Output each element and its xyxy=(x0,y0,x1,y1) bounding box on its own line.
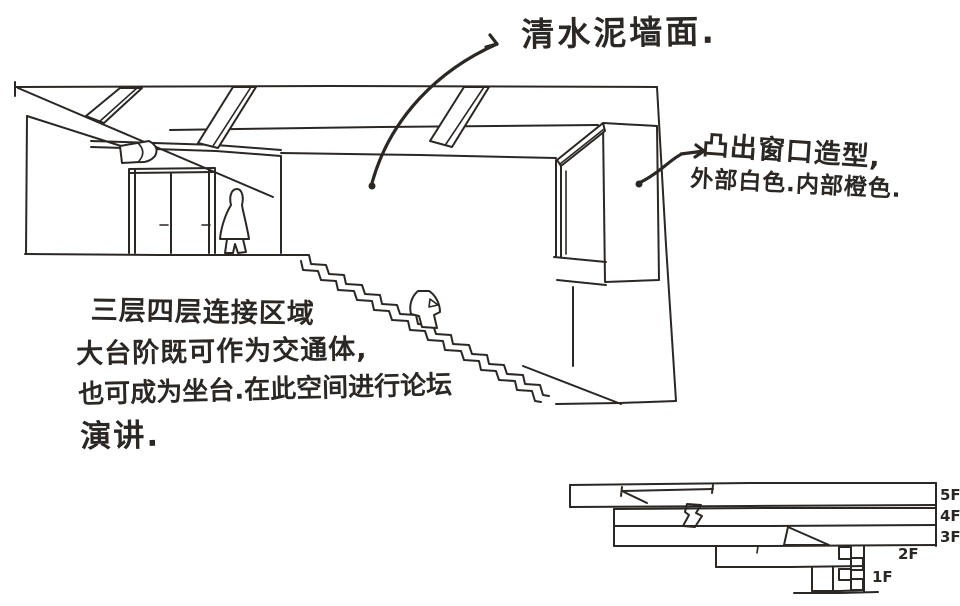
window-sill xyxy=(553,256,607,263)
beam-end-cap xyxy=(119,140,158,164)
upper-floor-line xyxy=(24,253,309,256)
lower-floor-line xyxy=(555,400,677,405)
stair-core-blocks xyxy=(832,545,865,593)
floor-slab-5f xyxy=(569,482,937,547)
wall-band-upper xyxy=(169,124,599,131)
ceiling-beam-3-edge xyxy=(212,86,252,147)
bay-window-front-face xyxy=(602,122,660,283)
walking-person xyxy=(219,188,250,254)
walking-person-legs xyxy=(224,238,247,254)
sitting-person xyxy=(409,278,441,329)
floor-slab-1f xyxy=(793,566,879,594)
stair-note-line2: 大台阶既可作为交通体, xyxy=(75,333,368,370)
window-leader-curve xyxy=(637,153,682,185)
window-note-leader xyxy=(635,143,706,188)
sitting-person-detail xyxy=(428,298,439,308)
stair-highlight-red xyxy=(783,526,830,546)
stair-marker-upper xyxy=(682,503,703,528)
ceiling-line xyxy=(14,85,658,88)
right-wall-edge xyxy=(656,86,677,402)
floor-label-3f: 3F xyxy=(940,528,960,546)
left-wall xyxy=(24,115,309,256)
bay-window-roof xyxy=(556,122,606,167)
ceiling-beam-2 xyxy=(85,87,143,124)
floor-slab-4f xyxy=(613,507,937,547)
wall-note: 清水泥墙面. xyxy=(520,11,718,54)
ceiling xyxy=(14,81,658,198)
door-head-outer xyxy=(128,167,216,170)
floor-label-4f: 4F xyxy=(940,507,960,525)
window-apron-bottom xyxy=(556,279,607,286)
bay-window xyxy=(553,122,660,286)
ceiling-beam-4-edge xyxy=(445,86,485,145)
floor-labels: 5F 4F 3F 2F 1F xyxy=(872,486,960,586)
floor-label-1f: 1F xyxy=(872,568,893,586)
floor-slab-3f xyxy=(613,544,937,554)
beam-end-cap-edge xyxy=(137,142,144,162)
floor-label-5f: 5F xyxy=(940,486,960,504)
ramp-symbol xyxy=(620,484,714,504)
floor-label-2f: 2F xyxy=(898,545,919,563)
wall-leader-dot xyxy=(368,182,376,190)
ceiling-beam-main-bottom xyxy=(26,115,122,147)
left-wall-edge xyxy=(25,115,28,255)
ceiling-beam-4 xyxy=(429,86,490,148)
annotation-leaders xyxy=(368,33,706,190)
sitting-person-body xyxy=(409,290,441,329)
ceiling-beam-2-edge xyxy=(98,87,138,123)
arrow-right-icon xyxy=(679,143,706,159)
ceiling-beam-3 xyxy=(197,86,257,149)
interior-sketch xyxy=(14,81,677,405)
wall-band-right xyxy=(280,152,557,159)
door xyxy=(128,156,282,254)
wall-note-leader xyxy=(368,33,499,190)
lower-floor-diagonal xyxy=(522,365,622,405)
stair-note-line1: 三层四层连接区域 xyxy=(90,295,316,330)
stair-note-line4: 演讲. xyxy=(79,417,161,455)
curved-arrow-icon xyxy=(370,42,499,185)
section-diagram: 5F 4F 3F 2F 1F xyxy=(569,482,960,594)
bay-window-roof-edge xyxy=(559,128,605,165)
curved-arrow-head xyxy=(484,33,499,49)
floor-slab-2f xyxy=(715,546,865,568)
door-head-inner xyxy=(128,171,216,174)
lower-floor xyxy=(522,286,677,405)
walking-person-body xyxy=(219,188,250,240)
